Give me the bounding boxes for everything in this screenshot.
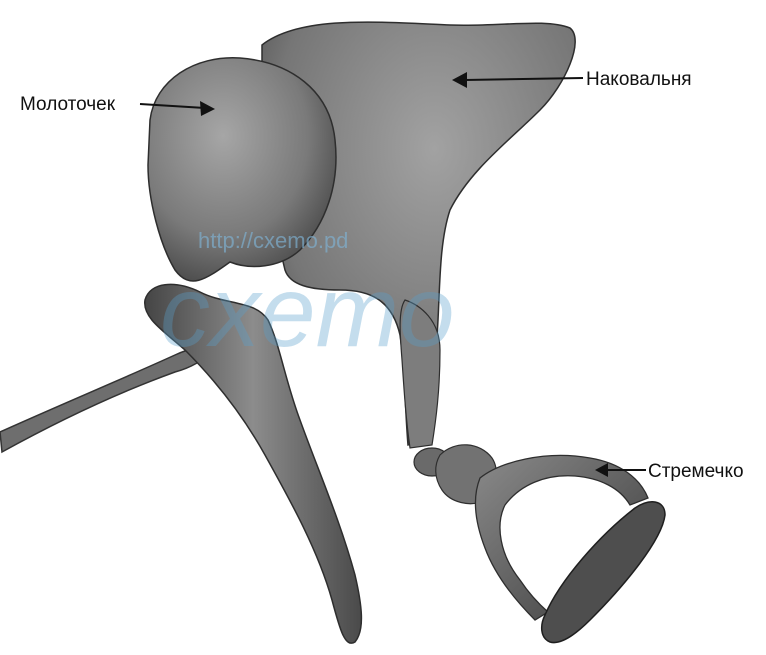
watermark-url: http://cxemo.pd — [198, 228, 348, 254]
stapes-label: Стремечко — [648, 462, 744, 481]
incus-label: Наковальня — [586, 70, 692, 89]
stapes-footplate — [542, 502, 665, 643]
watermark-logo: cxemo — [160, 262, 455, 362]
malleus-label: Молоточек — [20, 95, 115, 114]
